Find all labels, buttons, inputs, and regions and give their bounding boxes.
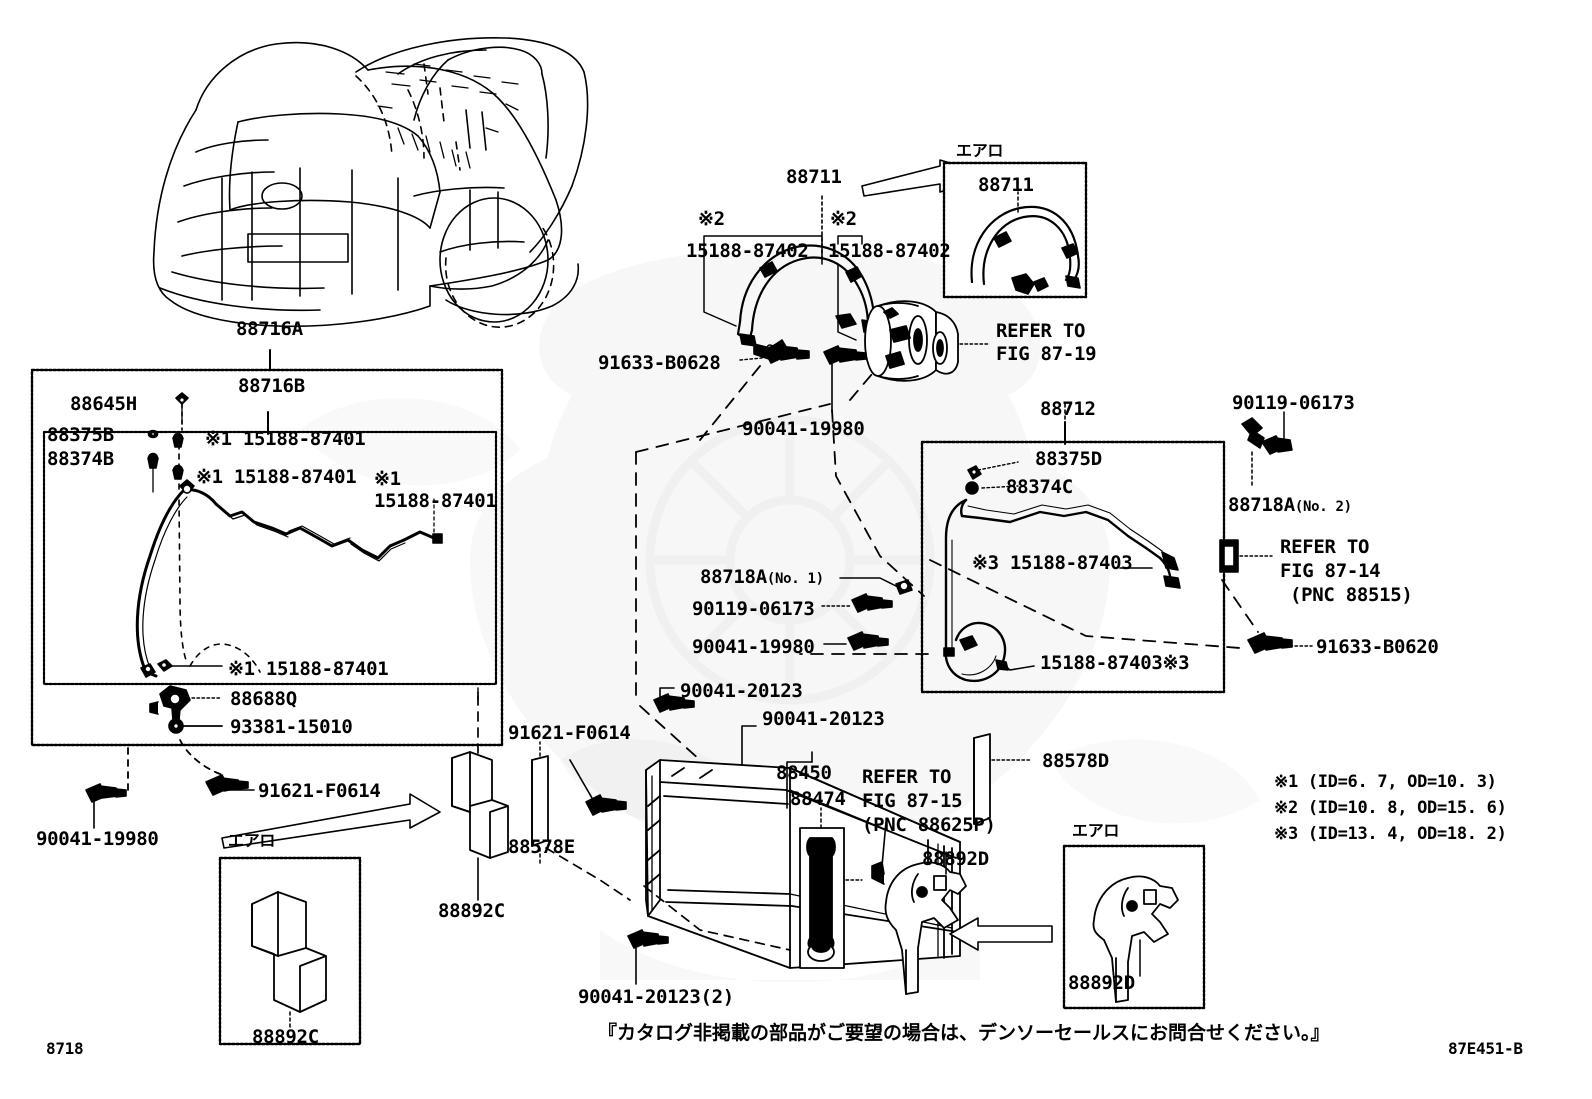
tube-88712 (944, 498, 1172, 683)
label-tube-15188-87403-lower: 15188-87403※3 (1040, 652, 1190, 674)
label-tube-15188-87403-upper: ※3 15188-87403 (972, 552, 1133, 574)
vehicle-callout-88716A: 88716A (236, 318, 303, 340)
label-91621-F0614-mid: 91621-F0614 (508, 722, 631, 744)
label-90041-20123-a: 90041-20123 (680, 680, 803, 702)
bolt-91633-B0620 (1247, 632, 1293, 654)
legend-note-2: ※2 (ID=10. 8, OD=15. 6) (1274, 798, 1507, 818)
label-88375B: 88375B (47, 424, 114, 446)
label-88578E: 88578E (508, 836, 575, 858)
label-90119-06173-mid: 90119-06173 (692, 598, 815, 620)
label-clip-right-pn: 15188-87402 (828, 240, 951, 262)
label-refer-fig-87-19-line1: REFER TO (996, 320, 1086, 342)
label-88375D: 88375D (1035, 448, 1102, 470)
label-88374C: 88374C (1006, 476, 1073, 498)
aero-caption-88711: エアロ (956, 141, 1004, 160)
label-tube-15188-87401-1: ※1 15188-87401 (205, 428, 366, 450)
hose-88716B-highlight (142, 496, 406, 669)
label-88374B: 88374B (47, 448, 114, 470)
label-refer-fig-87-15-line3: (PNC 88625P) (862, 814, 996, 836)
label-refer-fig-87-14-line2: FIG 87-14 (1280, 560, 1381, 582)
label-tube-15188-87401-3-line2: 15188-87401 (374, 490, 497, 512)
label-88474: 88474 (790, 788, 846, 810)
bolt-90041-19980-comp (823, 345, 867, 365)
label-88718A-no1: 88718A(No. 1) (700, 566, 824, 588)
label-88718A-no2: 88718A(No. 2) (1228, 494, 1352, 516)
fastener-88718A-no2 (1241, 417, 1293, 455)
label-88712: 88712 (1040, 398, 1096, 420)
label-91633-B0628: 91633-B0628 (598, 352, 721, 374)
bolt-91621-F0614-left (205, 774, 249, 796)
label-refer-fig-87-15-line2: FIG 87-15 (862, 790, 963, 812)
label-clip-right-mark: ※2 (830, 208, 857, 230)
label-90041-19980-comp: 90041-19980 (742, 418, 865, 440)
label-90041-19980-left: 90041-19980 (36, 828, 159, 850)
bolt-90041-20123-qty2 (627, 929, 669, 949)
label-88450: 88450 (776, 762, 832, 784)
aero-caption-88892C: エアロ (228, 831, 276, 850)
label-clip-left-pn: 15188-87402 (686, 240, 809, 262)
label-91633-B0620: 91633-B0620 (1316, 636, 1439, 658)
label-tube-15188-87401-3-line1: ※1 (374, 468, 401, 490)
dryer-88474 (799, 827, 845, 969)
label-refer-fig-87-15-line1: REFER TO (862, 766, 952, 788)
bolt-91621-F0614-mid (585, 794, 627, 816)
seal-88578D (973, 733, 991, 825)
label-refer-fig-87-14-line1: REFER TO (1280, 536, 1370, 558)
label-91621-F0614-left: 91621-F0614 (258, 780, 381, 802)
label-90041-19980-mid: 90041-19980 (692, 636, 815, 658)
label-88892D-main: 88892D (922, 848, 989, 870)
drawing-code: 87E451-B (1448, 1039, 1523, 1058)
label-90119-06173-right: 90119-06173 (1232, 392, 1355, 414)
label-90041-20123-qty2: 90041-20123(2) (578, 986, 734, 1008)
label-tube-15188-87401-2: ※1 15188-87401 (196, 466, 357, 488)
inset-label-88892C: 88892C (252, 1026, 319, 1048)
aero-caption-88892D: エアロ (1072, 821, 1120, 840)
label-tube-15188-87401-4: ※1 15188-87401 (228, 658, 389, 680)
bolt-90041-19980-mid (847, 631, 889, 651)
label-88718A-no2-suffix: (No. 2) (1294, 499, 1352, 515)
fastener-88718A-no1 (895, 579, 913, 595)
label-88718A-no2-pn: 88718A (1228, 494, 1295, 516)
legend-note-3: ※3 (ID=13. 4, OD=18. 2) (1274, 824, 1507, 844)
label-88892C-main: 88892C (438, 900, 505, 922)
label-88711: 88711 (786, 166, 842, 188)
vehicle-outline (152, 36, 589, 328)
label-93381-15010: 93381-15010 (230, 716, 353, 738)
bracket-88892D (884, 861, 967, 995)
inset-label-88892D: 88892D (1068, 972, 1135, 994)
label-88688Q: 88688Q (230, 688, 297, 710)
bolt-90041-19980-left (85, 783, 127, 803)
valve-88688Q (149, 685, 191, 721)
inset-label-88711: 88711 (978, 174, 1034, 196)
label-refer-fig-87-19-line2: FIG 87-19 (996, 343, 1097, 365)
box-88711-inset (942, 161, 1088, 299)
compressor (864, 300, 959, 382)
label-88716B: 88716B (238, 375, 305, 397)
bracket-88892C (451, 751, 509, 859)
label-88718A-no1-suffix: (No. 1) (766, 571, 824, 587)
label-90041-20123-b: 90041-20123 (762, 708, 885, 730)
label-88578D: 88578D (1042, 750, 1109, 772)
label-88645H: 88645H (70, 393, 137, 415)
hose-88716B (135, 488, 436, 678)
footer-note: 『カタログ非掲載の部品がご要望の場合は、デンソーセールスにお問合せください。』 (598, 1022, 1330, 1044)
nut-90119-06173-mid (851, 593, 893, 613)
bolt-90041-20123-a (653, 693, 695, 713)
legend-note-1: ※1 (ID=6. 7, OD=10. 3) (1274, 772, 1497, 792)
label-88718A-no1-pn: 88718A (700, 566, 767, 588)
bolt-91633-B0628 (763, 342, 810, 364)
page-number: 8718 (46, 1039, 84, 1058)
label-refer-fig-87-14-line3: (PNC 88515) (1290, 584, 1413, 606)
label-clip-left-mark: ※2 (698, 208, 725, 230)
seal-88578E (531, 755, 549, 847)
